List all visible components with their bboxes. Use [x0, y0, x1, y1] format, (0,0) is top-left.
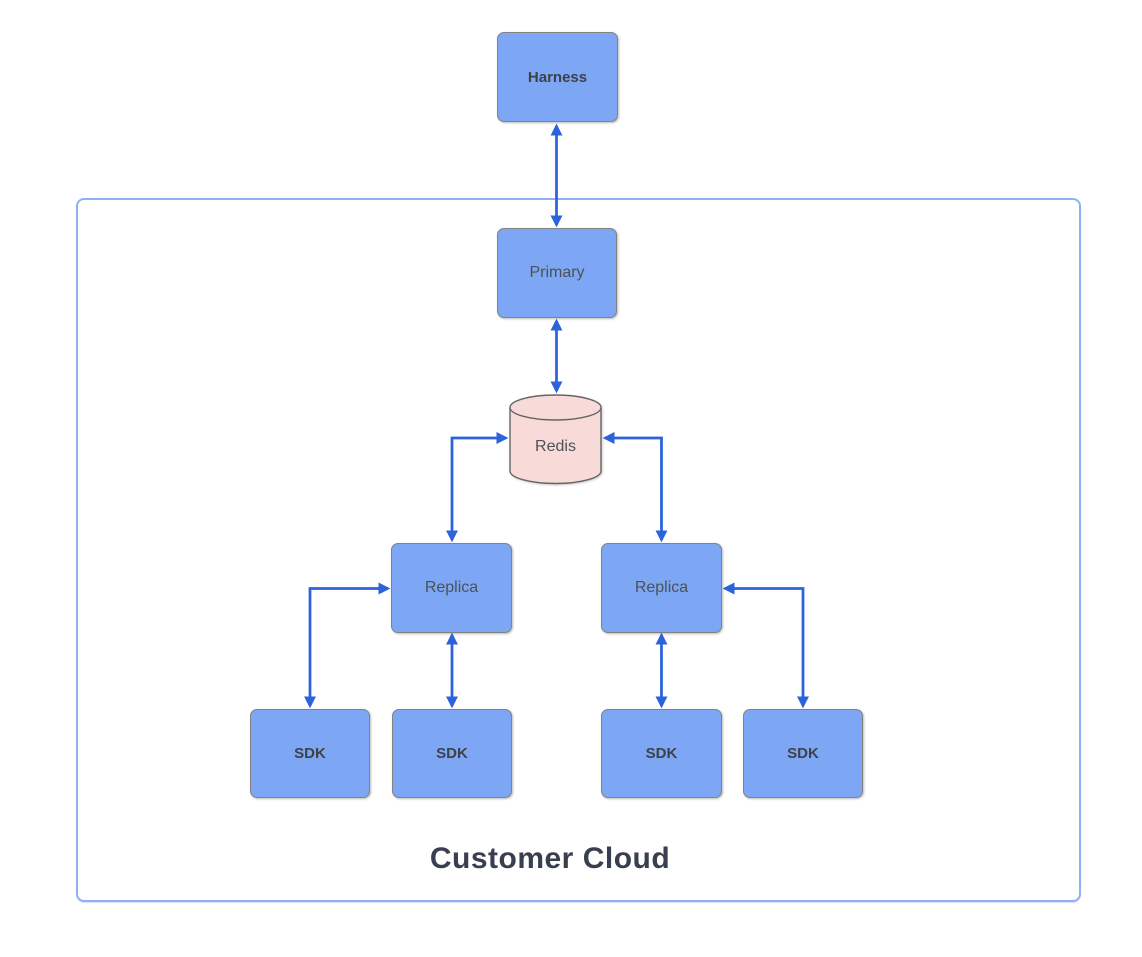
cylinder-shape [509, 394, 602, 485]
node-replica-left: Replica [391, 543, 512, 633]
node-sdk-outer-left-label: SDK [294, 745, 326, 762]
node-redis: Redis [509, 394, 602, 485]
node-harness: Harness [497, 32, 618, 122]
node-harness-label: Harness [527, 68, 588, 86]
node-primary: Primary [497, 228, 617, 318]
node-sdk-inner-left-label: SDK [436, 745, 468, 762]
node-sdk-outer-right: SDK [743, 709, 863, 798]
customer-cloud-label: Customer Cloud [429, 842, 671, 875]
node-primary-label: Primary [529, 264, 585, 281]
node-sdk-outer-right-label: SDK [787, 745, 819, 762]
node-replica-right: Replica [601, 543, 722, 633]
node-sdk-outer-left: SDK [250, 709, 370, 798]
node-sdk-inner-right-label: SDK [645, 745, 678, 762]
node-replica-left-label: Replica [424, 579, 479, 596]
customer-cloud-boundary [76, 198, 1081, 902]
node-sdk-inner-left: SDK [392, 709, 512, 798]
node-redis-label: Redis [535, 437, 576, 455]
node-replica-right-label: Replica [634, 579, 689, 596]
node-sdk-inner-right: SDK [601, 709, 722, 798]
